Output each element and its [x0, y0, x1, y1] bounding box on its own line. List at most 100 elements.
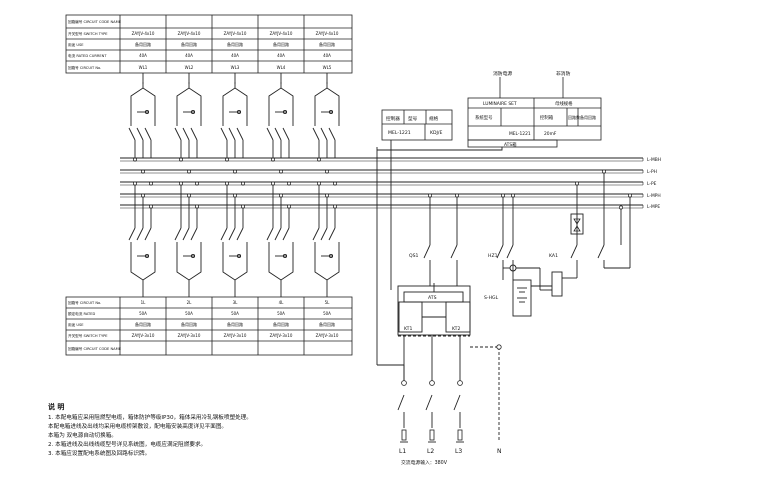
breaker-contact: [236, 253, 242, 259]
right-box-title: LUMINAIRE SET: [483, 101, 517, 107]
switch-blade: [570, 244, 578, 259]
bus-junction: [133, 181, 137, 186]
diode-symbol: [573, 218, 581, 225]
breaker-blade: [174, 127, 182, 141]
breaker-blade: [182, 127, 190, 141]
breaker-blade: [274, 127, 282, 141]
top-table-use: 备用回路: [273, 41, 289, 47]
breaker-contact: [282, 253, 288, 259]
breaker-blade: [236, 127, 244, 141]
input-note: 交流电源输入：380V: [401, 459, 448, 466]
bus-junction: [195, 204, 199, 209]
control-wires: [376, 140, 503, 365]
breaker-blade: [266, 127, 274, 141]
breaker-body: [130, 242, 156, 281]
switch-blade: [450, 244, 458, 259]
breaker-body: [268, 87, 294, 126]
breaker-blade: [312, 227, 320, 241]
top-table-current: 40A: [277, 53, 285, 58]
diode-symbol: [573, 225, 581, 232]
right-box-above-label-2: 非消防: [556, 70, 571, 77]
breaker-contact: [190, 109, 196, 115]
bottom-table-row-label: 回路编号 CIRCUIT CODE NAME: [68, 346, 122, 351]
bottom-table-model: ZAYJV-3x10: [270, 333, 293, 338]
right-box-cell-3: 回路数: [568, 114, 580, 120]
bottom-table-row-label: 用途 USE: [68, 322, 84, 327]
bus-junction: [317, 181, 321, 186]
breaker-body: [314, 87, 340, 126]
top-table-model: ZAYJV-4x10: [316, 31, 339, 36]
busbar-label: L-MBH: [647, 157, 661, 163]
top-table-use: 备用回路: [227, 41, 243, 47]
bottom-table-code: 1L: [141, 300, 147, 305]
bottom-table-code: 2L: [187, 300, 193, 305]
bus-junction: [241, 204, 245, 209]
bottom-table-model: ZAYJV-3x10: [178, 333, 201, 338]
breaker-blade: [312, 127, 320, 141]
input-label-l3: L3: [455, 448, 462, 455]
top-table-current: 40A: [323, 53, 331, 58]
top-table-row-label: 用途 USE: [68, 42, 84, 47]
breaker-contact: [144, 253, 150, 259]
breaker-contact: [282, 109, 288, 115]
input-switch-blade: [425, 394, 433, 411]
ats-side-label: S-HGL: [484, 295, 499, 301]
bottom-table-code: 4L: [279, 300, 285, 305]
top-table-current: 40A: [185, 53, 193, 58]
small-box-header-2: 型号: [408, 115, 418, 122]
breaker-blade: [190, 227, 198, 241]
input-switch-blade: [397, 394, 405, 411]
bottom-circuit-table: [65, 296, 353, 356]
input-label-n: N: [497, 448, 502, 455]
top-table-model: ZAYJV-4x10: [178, 31, 201, 36]
breaker-body: [222, 242, 248, 281]
breaker-blade: [136, 127, 144, 141]
notes-line: 3. 本箱应设置配电系统图及回路标识牌。: [48, 451, 151, 457]
input-label-l2: L2: [427, 448, 434, 455]
fuse-symbol: [457, 429, 463, 441]
top-table-code: WL1: [139, 65, 148, 70]
notes-title: 说 明: [48, 403, 65, 411]
breaker-blade: [282, 227, 290, 241]
top-table-use: 备用回路: [135, 41, 151, 47]
busbar-label: L-PE: [647, 181, 657, 187]
ats-left-label: KT1: [404, 326, 412, 332]
switch-blade: [597, 244, 605, 259]
right-box-bottom-label: ATS箱: [504, 141, 517, 148]
busbar-label: L-PH: [647, 169, 657, 175]
bus-junction: [501, 193, 505, 198]
top-table-row-label: 回路编号 CIRCUIT CODE NAME: [68, 19, 122, 24]
incoming-supply: [377, 335, 502, 443]
input-terminal: [457, 380, 463, 386]
small-box-value-1: MEL-1221: [388, 130, 411, 136]
outgoing-breaker-group-bottom: [128, 181, 340, 297]
luminaire-control-box: [467, 77, 602, 148]
right-box-above-label-1: 消防电源: [493, 70, 512, 77]
breaker-blade: [320, 227, 328, 241]
breaker-contact: [328, 109, 334, 115]
bus-junction: [628, 193, 632, 198]
top-table-code: WL5: [323, 65, 332, 70]
breaker-blade: [228, 227, 236, 241]
breaker-blade: [282, 127, 290, 141]
bus-junction: [455, 193, 459, 198]
bus-junction: [287, 204, 291, 209]
breaker-blade: [128, 127, 136, 141]
bus-junction: [511, 193, 515, 198]
breaker-blade: [182, 227, 190, 241]
breaker-blade: [190, 127, 198, 141]
bottom-table-row-label: 回路号 CIRCUIT No.: [68, 300, 101, 305]
top-table-row-label: 电流 RATED CURRENT: [68, 53, 107, 58]
breaker-body: [176, 242, 202, 281]
breaker-blade: [228, 127, 236, 141]
bus-junction: [325, 193, 329, 198]
bus-junction: [233, 193, 237, 198]
top-table-model: ZAYJV-4x10: [270, 31, 293, 36]
bus-junction: [141, 193, 145, 198]
bottom-table-current: 50A: [185, 311, 193, 316]
notes-line: 2. 本箱进线及出线线缆型号详见系统图，电缆应满足阻燃要求。: [48, 442, 207, 448]
fuse-symbol: [401, 429, 407, 441]
breaker-contact: [328, 253, 334, 259]
input-terminal: [401, 380, 407, 386]
